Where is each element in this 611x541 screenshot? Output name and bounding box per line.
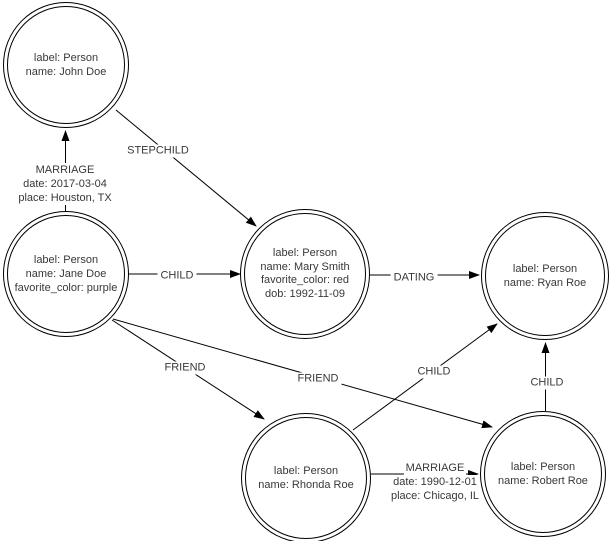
node-property: dob: 1992-11-09 bbox=[265, 287, 345, 300]
edge-label-child-robert-ryan[interactable]: CHILD bbox=[527, 376, 567, 390]
node-property: label: Person bbox=[33, 52, 99, 64]
node-property: name: John Doe bbox=[25, 66, 107, 78]
edge-label-friend-jane-robert[interactable]: FRIEND bbox=[294, 372, 342, 386]
edge-property: date: 2017-03-04 bbox=[21, 177, 109, 191]
edge-label-marriage-rhonda-robert[interactable]: MARRIAGE date: 1990-12-01 place: Chicago… bbox=[388, 461, 482, 503]
node-properties: label: Person name: Mary Smith favorite_… bbox=[260, 247, 349, 301]
graph-node-robert-roe[interactable]: label: Person name: Robert Roe bbox=[480, 411, 606, 537]
node-property: name: Robert Roe bbox=[498, 475, 588, 487]
edge-label-child-jane-mary[interactable]: CHILD bbox=[157, 269, 197, 283]
graph-node-john-doe[interactable]: label: Person name: John Doe bbox=[3, 2, 129, 128]
node-property: favorite_color: red bbox=[260, 274, 350, 286]
edge-property: place: Chicago, IL bbox=[388, 489, 482, 503]
node-property: name: Rhonda Roe bbox=[258, 479, 354, 491]
node-properties: label: Person name: Robert Roe bbox=[498, 460, 588, 488]
graph-node-rhonda-roe[interactable]: label: Person name: Rhonda Roe bbox=[241, 413, 371, 541]
node-property: name: Jane Doe bbox=[25, 268, 107, 280]
node-property: label: Person bbox=[33, 254, 99, 266]
node-property: favorite_color: purple bbox=[14, 282, 118, 294]
edge-label-dating[interactable]: DATING bbox=[390, 271, 438, 285]
edge-type-label: MARRIAGE bbox=[33, 163, 97, 177]
edge-label-child-rhonda-ryan[interactable]: CHILD bbox=[414, 365, 454, 379]
node-properties: label: Person name: John Doe bbox=[26, 51, 107, 79]
node-property: label: Person bbox=[512, 263, 578, 275]
edge-label-marriage-jane-john[interactable]: MARRIAGE date: 2017-03-04 place: Houston… bbox=[16, 163, 114, 205]
node-properties: label: Person name: Jane Doe favorite_co… bbox=[15, 253, 118, 295]
edge-type-label: MARRIAGE bbox=[403, 461, 467, 475]
node-properties: label: Person name: Ryan Roe bbox=[504, 262, 587, 290]
edge-label-stepchild[interactable]: STEPCHILD bbox=[124, 144, 192, 158]
graph-node-ryan-roe[interactable]: label: Person name: Ryan Roe bbox=[481, 212, 609, 340]
node-property: label: Person bbox=[272, 247, 338, 259]
edge-property: place: Houston, TX bbox=[16, 191, 114, 205]
edge-property: date: 1990-12-01 bbox=[391, 475, 479, 489]
edge-line-stepchild-john-mary bbox=[115, 109, 257, 227]
node-property: label: Person bbox=[273, 465, 339, 477]
node-properties: label: Person name: Rhonda Roe bbox=[258, 464, 353, 492]
graph-node-mary-smith[interactable]: label: Person name: Mary Smith favorite_… bbox=[240, 209, 370, 339]
edge-label-friend-jane-rhonda[interactable]: FRIEND bbox=[161, 361, 209, 375]
node-property: label: Person bbox=[510, 461, 576, 473]
graph-node-jane-doe[interactable]: label: Person name: Jane Doe favorite_co… bbox=[3, 211, 129, 337]
node-property: name: Mary Smith bbox=[260, 260, 350, 273]
node-property: name: Ryan Roe bbox=[503, 277, 587, 289]
